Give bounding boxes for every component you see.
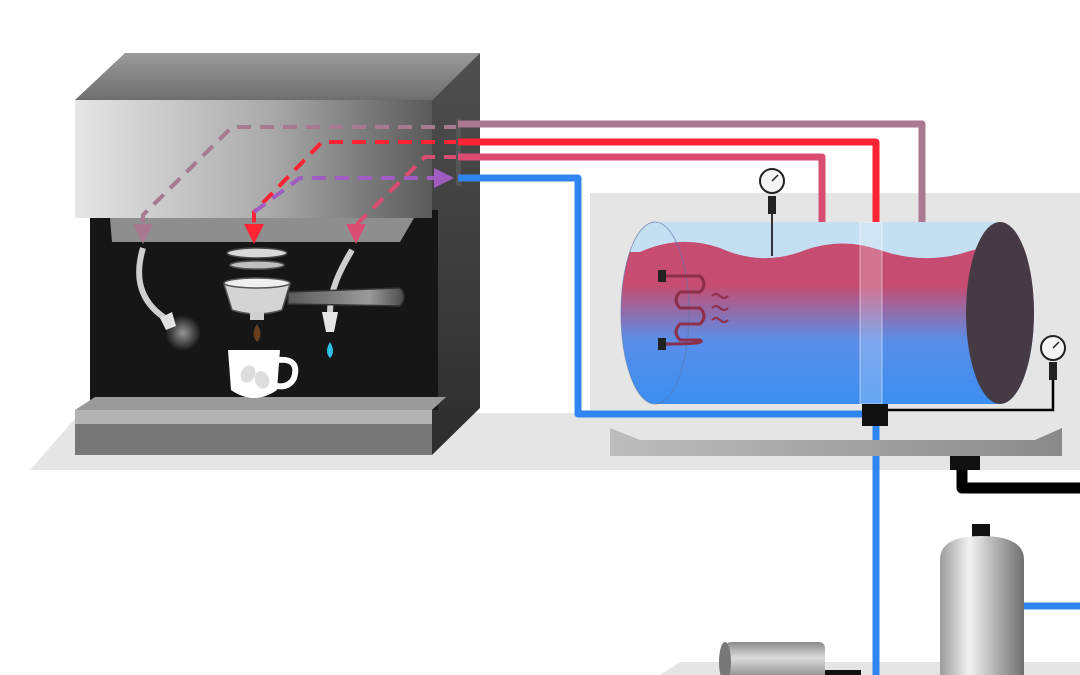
portafilter-rim [223,277,291,289]
internal-return-line [252,168,454,214]
tank-right-cap [966,222,1034,404]
steam-puff [165,315,201,351]
internal-hot-water-line [346,155,458,244]
pressure-tank [940,524,1024,675]
valve-block [862,404,888,426]
water-drop [327,342,333,358]
machine-base [75,424,432,455]
coffee-drop [253,324,261,342]
machine-connector [456,118,461,186]
shower-screen [229,260,285,270]
boiler-shelf [610,428,1062,456]
pressure-gauge-top-icon [759,168,785,256]
espresso-machine [75,53,480,455]
steam-wand [136,247,167,321]
drip-tray [75,410,432,424]
boiler-tank [620,221,1034,405]
coffee-bean-icon [254,371,270,389]
hot-water-spout [327,248,355,313]
hot-feed-pipe [458,138,880,232]
group-head-housing [110,218,414,242]
tank-water [621,222,1034,404]
steam-vent-tube [859,222,883,404]
group-gasket [226,247,288,259]
cold-water-pipe [458,174,862,418]
internal-boiler-feed-line [244,140,458,244]
steam-pipe [458,120,926,222]
machine-top-face [75,53,480,100]
coffee-bean-icon [240,365,256,383]
machine-side-face [432,53,480,455]
heater-terminal [658,338,666,350]
hot-water-pipe [458,153,826,250]
heater-terminal [658,270,666,282]
internal-steam-line [133,125,458,244]
portafilter-handle [287,287,405,307]
hot-water-nozzle [322,312,338,332]
heat-wave-icon [711,293,729,323]
internal-lines [133,125,458,244]
machine-upper-front [75,100,432,218]
shelf-support [950,456,980,470]
portafilter-spout [250,312,264,320]
pressure-gauge-side-icon [882,335,1066,412]
pump-motor [719,642,861,675]
cup-handle [276,356,299,390]
tank-left-cap [620,221,690,405]
water-surface [621,222,1034,259]
drip-tray-top [75,397,446,410]
heating-element-icon [665,274,706,346]
external-pipes [458,120,1080,675]
